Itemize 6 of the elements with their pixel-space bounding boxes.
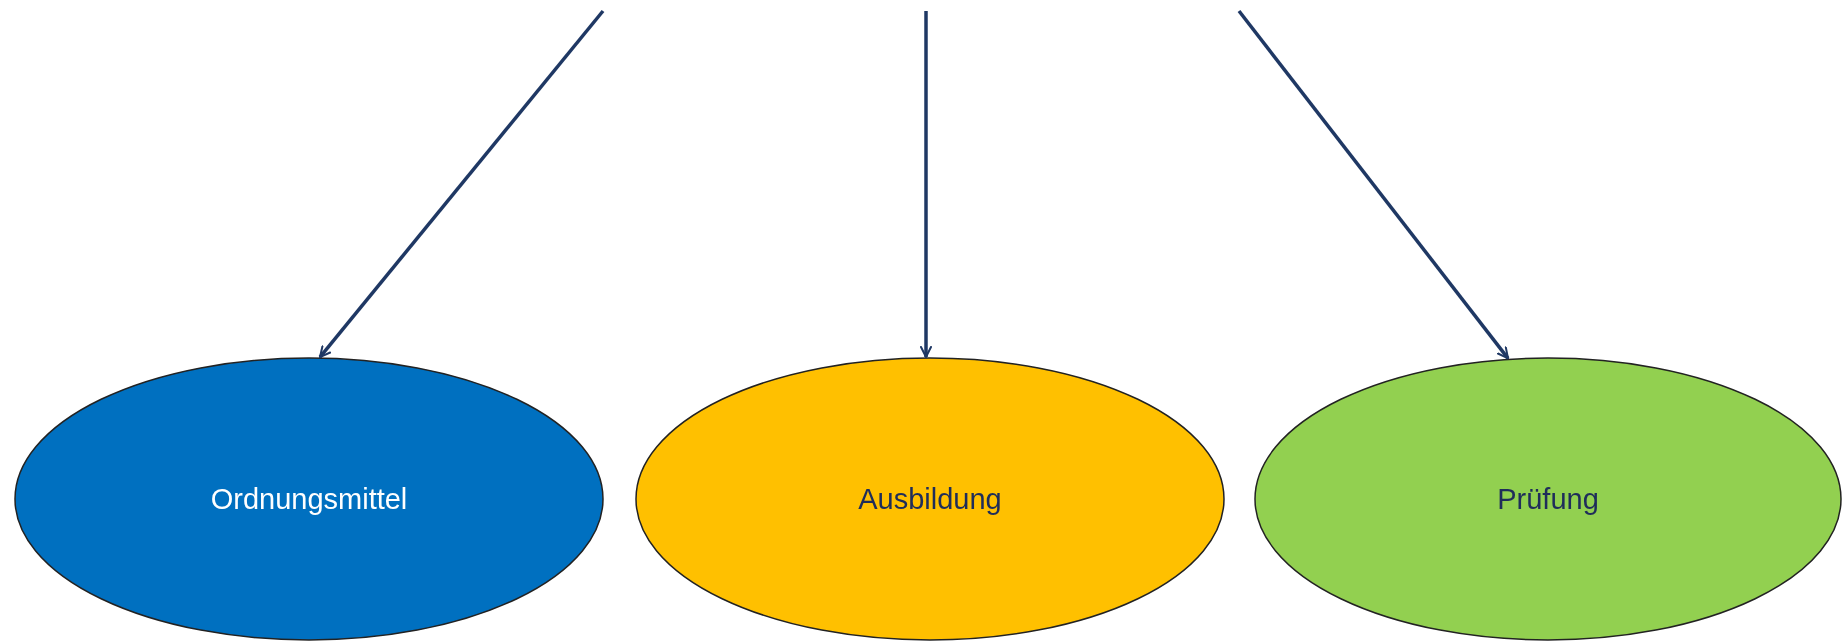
arrow xyxy=(1237,9,1510,360)
arrow xyxy=(318,9,605,359)
node-label: Ausbildung xyxy=(858,482,1002,516)
arrow xyxy=(920,11,932,358)
node-label: Ordnungsmittel xyxy=(210,482,408,516)
node-label: Prüfung xyxy=(1497,482,1599,516)
